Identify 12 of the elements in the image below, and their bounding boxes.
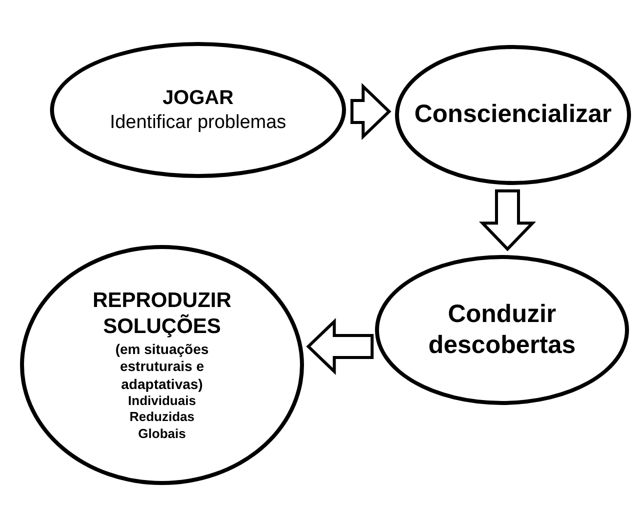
list-item: Individuais: [128, 393, 196, 410]
list-item: Reduzidas: [129, 409, 194, 426]
node-heading: REPRODUZIR SOLUÇÕES: [92, 288, 232, 340]
node-text: Identificar problemas: [110, 110, 286, 134]
block-arrow: [306, 318, 374, 376]
node-heading: Conduzir descobertas: [427, 298, 577, 361]
block-arrow: [478, 189, 536, 252]
block-arrow: [350, 82, 392, 140]
list-item: Globais: [138, 426, 186, 442]
node-heading: Consciencializar: [414, 99, 612, 130]
node-text: (em situações estruturais e adaptativas): [114, 340, 210, 394]
node-heading: JOGAR: [162, 86, 234, 111]
